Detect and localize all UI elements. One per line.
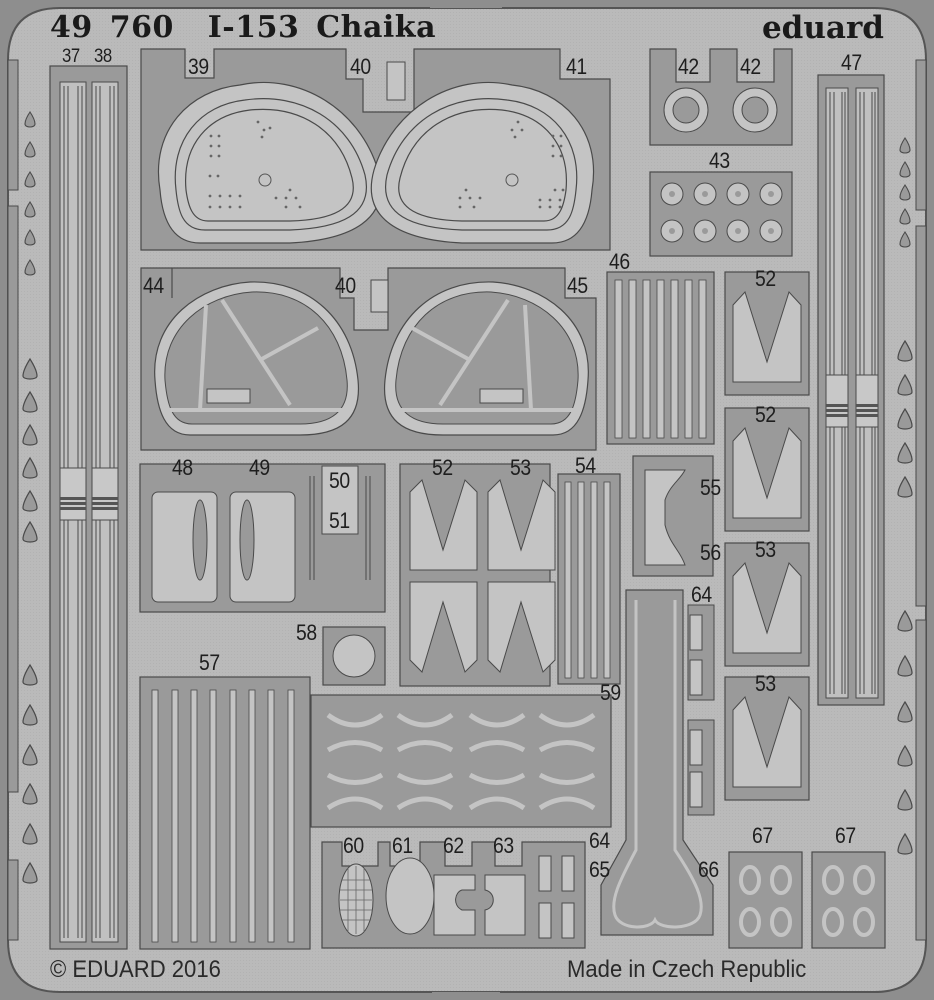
brand-logo: eduard xyxy=(761,10,884,46)
part-label-42a: 42 xyxy=(678,54,699,79)
part-label-67b: 67 xyxy=(835,823,856,848)
part-44-45-frames xyxy=(140,267,597,451)
part-label-49: 49 xyxy=(249,455,270,480)
part-52-53-right-column xyxy=(724,271,810,801)
part-43-rosettes xyxy=(649,171,793,257)
origin-text: Made in Czech Republic xyxy=(567,956,807,983)
part-label-40b: 40 xyxy=(335,273,356,298)
part-37-38-strips xyxy=(49,65,128,950)
part-label-50: 50 xyxy=(329,468,350,493)
part-label-63: 63 xyxy=(493,833,514,858)
part-42-rings xyxy=(649,48,793,146)
part-label-40a: 40 xyxy=(350,54,371,79)
part-label-37: 37 xyxy=(62,46,80,67)
part-60-65-block xyxy=(321,841,586,949)
part-label-38: 38 xyxy=(94,46,112,67)
part-label-59: 59 xyxy=(600,680,621,705)
part-label-62: 62 xyxy=(443,833,464,858)
part-label-51: 51 xyxy=(329,508,350,533)
part-label-41: 41 xyxy=(566,54,587,79)
part-label-48: 48 xyxy=(172,455,193,480)
part-label-57: 57 xyxy=(199,650,220,675)
part-label-67a: 67 xyxy=(752,823,773,848)
part-label-46: 46 xyxy=(609,249,630,274)
part-57-strips xyxy=(139,676,311,950)
part-47-strips xyxy=(817,74,885,706)
part-label-52b: 52 xyxy=(755,266,776,291)
part-46-ladder xyxy=(606,271,715,445)
part-label-56: 56 xyxy=(700,540,721,565)
sheet-title: 49 760 I-153 Chaika xyxy=(50,10,436,45)
copyright-text: © EDUARD 2016 xyxy=(50,956,221,983)
part-label-45: 45 xyxy=(567,273,588,298)
product-code: 49 760 xyxy=(50,10,174,45)
part-label-66: 66 xyxy=(698,857,719,882)
part-39-41-frames xyxy=(140,48,611,251)
part-66-funnel xyxy=(600,589,714,936)
part-59-rings xyxy=(310,694,612,828)
part-label-54: 54 xyxy=(575,453,596,478)
model-name: I-153 Chaika xyxy=(207,10,437,45)
part-48-51-panels xyxy=(139,463,386,613)
part-label-44: 44 xyxy=(143,273,164,298)
part-55-56 xyxy=(632,455,714,577)
part-label-65: 65 xyxy=(589,857,610,882)
part-64-strips xyxy=(687,604,715,816)
part-label-55: 55 xyxy=(700,475,721,500)
part-label-39: 39 xyxy=(188,54,209,79)
part-label-61: 61 xyxy=(392,833,413,858)
part-label-64b: 64 xyxy=(589,828,610,853)
part-67-rings xyxy=(728,851,886,949)
part-52-53-central-block xyxy=(399,463,556,687)
part-label-47: 47 xyxy=(841,50,862,75)
part-label-53b: 53 xyxy=(755,537,776,562)
part-label-64a: 64 xyxy=(691,582,712,607)
part-label-53c: 53 xyxy=(755,671,776,696)
part-label-58: 58 xyxy=(296,620,317,645)
part-58-disc xyxy=(322,626,386,686)
part-label-60: 60 xyxy=(343,833,364,858)
part-label-42b: 42 xyxy=(740,54,761,79)
part-label-53a: 53 xyxy=(510,455,531,480)
part-54-ladder xyxy=(557,473,621,685)
part-label-43: 43 xyxy=(709,148,730,173)
part-label-52c: 52 xyxy=(755,402,776,427)
part-label-52a: 52 xyxy=(432,455,453,480)
